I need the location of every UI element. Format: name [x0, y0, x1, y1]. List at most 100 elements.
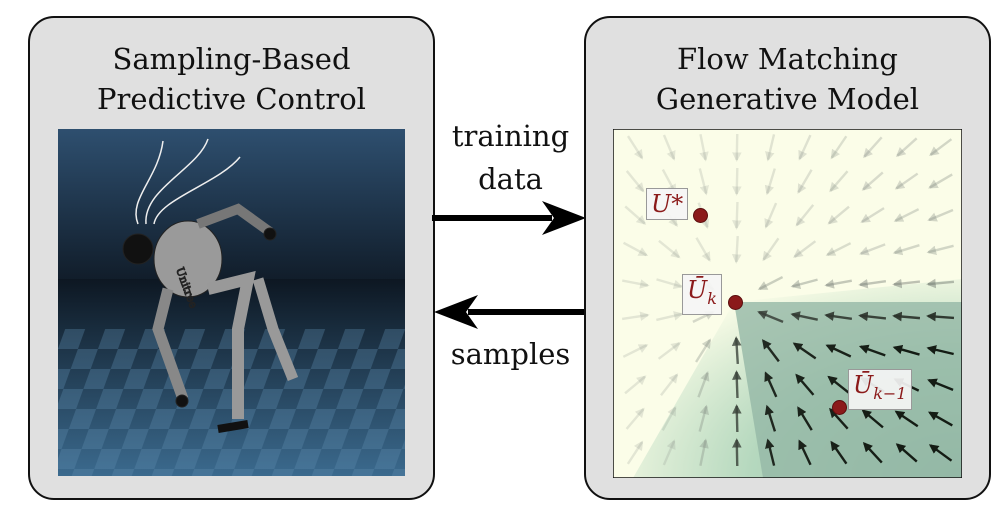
flow-vector-arrow [699, 438, 709, 466]
flow-vector-arrow [622, 241, 649, 257]
flow-vector-arrow [827, 205, 850, 225]
flow-vector-arrow [858, 278, 887, 289]
flow-vector-arrow [790, 278, 818, 290]
flow-vector-arrow [622, 279, 650, 289]
flow-vector-arrow [656, 278, 684, 290]
flow-vector-arrow [929, 138, 953, 156]
flow-vector-arrow [825, 242, 852, 256]
training-data-label-1: training [451, 119, 570, 153]
flow-vector-arrow [830, 440, 848, 465]
flow-vector-arrow [621, 311, 650, 321]
flow-vector-arrow [658, 239, 681, 259]
flow-vector-arrow [797, 406, 813, 431]
flow-vector-arrow [798, 439, 812, 466]
flow-vector-arrow [762, 339, 780, 363]
flow-vector-arrow [695, 237, 711, 262]
flow-vector-arrow [893, 208, 920, 222]
flow-vector-arrow [732, 370, 742, 399]
flow-vector-arrow [793, 240, 817, 258]
flow-vector-arrow [892, 344, 920, 356]
flow-vector-arrow [626, 135, 644, 160]
flow-vector-arrow [660, 373, 679, 396]
flow-vector-arrow [858, 311, 887, 322]
flow-vector-arrow [863, 136, 883, 159]
flow-vector-arrow [731, 336, 742, 365]
flow-vector-arrow [764, 371, 778, 398]
flow-vector-arrow [862, 442, 883, 464]
flow-vector-arrow [795, 373, 815, 396]
flow-vector-arrow [926, 311, 955, 322]
flow-vector-arrow [795, 204, 815, 227]
flow-vector-arrow [757, 275, 784, 291]
flow-vector-arrow [892, 278, 921, 289]
previous-point-label: Ūk−1 [848, 369, 912, 410]
flow-vector-arrow [764, 168, 776, 196]
training-data-label-2: data [478, 162, 543, 196]
flow-vector-arrow [859, 243, 886, 256]
flow-vector-arrow [895, 137, 918, 157]
flow-vector-arrow [624, 375, 647, 395]
previous-point [832, 400, 847, 415]
flow-vector-arrow [662, 439, 676, 466]
flow-vector-arrow [926, 345, 954, 356]
flow-vector-arrow [798, 134, 812, 161]
flow-vector-arrow [624, 205, 647, 225]
flow-vector-arrow [894, 172, 919, 190]
flow-vector-arrow [894, 410, 919, 428]
flow-vector-arrow [927, 208, 954, 222]
panel-title-line2: Generative Model [655, 82, 920, 116]
flow-vector-arrow [825, 344, 852, 358]
robot-simulation-image: Unitree [58, 129, 405, 476]
flow-vector-arrow [926, 278, 955, 289]
flow-vector-arrow [927, 378, 954, 391]
flow-vector-arrow [764, 202, 778, 229]
current-point-label: Ūk [682, 274, 722, 315]
flow-vector-arrow [731, 235, 742, 264]
training-data-arrow [432, 201, 586, 235]
flow-vector-arrow [861, 409, 884, 429]
flow-vector-arrow [732, 133, 742, 162]
flow-vector-arrow [695, 338, 711, 363]
flow-vector-arrow [829, 170, 849, 193]
flow-vector-arrow [928, 173, 953, 189]
flow-vector-arrow [895, 443, 918, 463]
flow-vector-arrow [928, 444, 953, 462]
flow-vector-arrow [661, 405, 677, 431]
humanoid-robot: Unitree [122, 203, 299, 433]
flow-vector-arrow [860, 207, 885, 223]
panel-title-line2: Predictive Control [97, 82, 366, 116]
flow-vector-arrow [732, 167, 742, 196]
target-point [693, 208, 708, 223]
flow-vector-arrow [765, 134, 776, 162]
flow-vector-arrow [625, 407, 645, 430]
flow-vector-arrow [625, 170, 645, 193]
flow-vector-arrow [858, 344, 886, 357]
flow-vector-arrow [765, 438, 776, 466]
flow-vector-arrow [928, 411, 953, 427]
flow-vector-arrow [656, 311, 684, 322]
flow-vector-arrow [892, 311, 921, 322]
flow-vector-arrow [824, 311, 853, 321]
motion-trail-icon [135, 140, 164, 225]
flow-vector-arrow [622, 344, 649, 358]
flow-vector-arrow [657, 342, 681, 360]
flow-vector-arrow [790, 311, 818, 321]
flow-vector-arrow [699, 134, 709, 162]
flow-vector-arrow [697, 371, 710, 398]
flow-vector-arrow [892, 244, 920, 256]
flow-field-plot [613, 129, 962, 478]
flow-vector-arrow [732, 404, 742, 433]
flow-vector-arrow [792, 342, 817, 360]
flow-vector-arrow [861, 171, 884, 191]
flow-vector-arrow [698, 404, 710, 432]
flow-vector-arrow [626, 440, 644, 465]
target-point-label: U* [646, 188, 689, 220]
panel-title-line1: Flow Matching [677, 42, 898, 76]
flow-vector-arrow [926, 244, 954, 255]
flow-vector-arrow [797, 169, 813, 194]
samples-label: samples [450, 337, 571, 371]
flow-vector-arrow [757, 310, 784, 323]
flow-vector-arrow [732, 201, 742, 230]
flow-vector-arrow [764, 404, 777, 432]
flow-vector-arrow [830, 135, 848, 160]
